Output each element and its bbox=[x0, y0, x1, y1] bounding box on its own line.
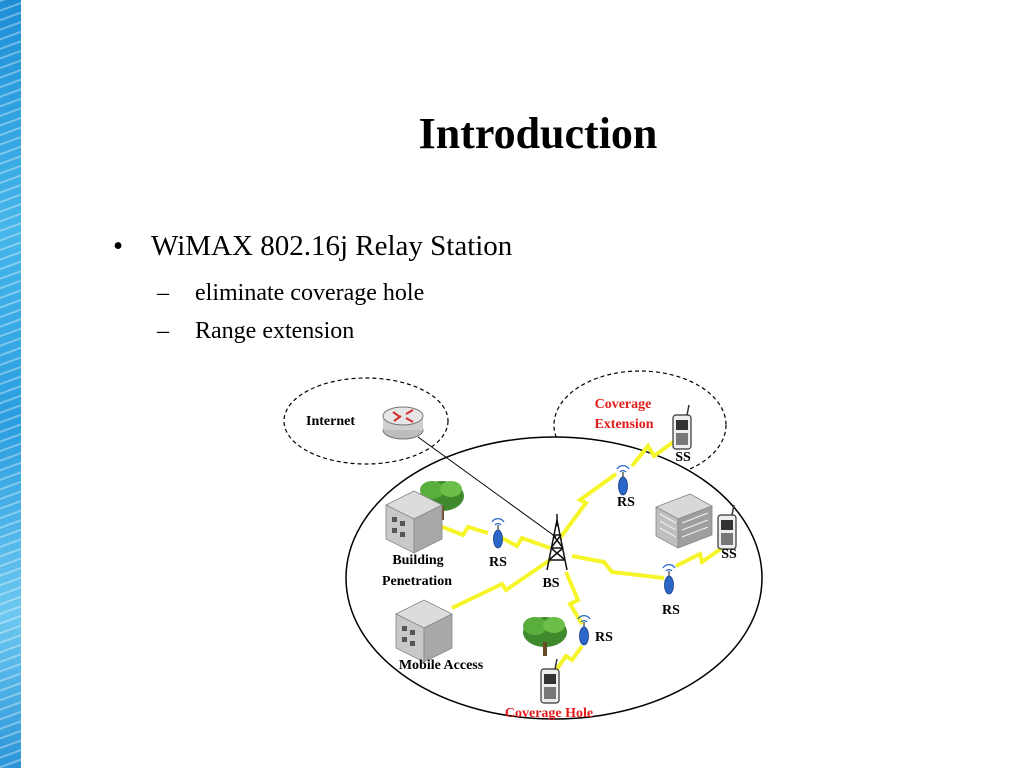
backhaul-link bbox=[417, 436, 557, 538]
rs-label: RS bbox=[595, 630, 613, 645]
coverage-hole-label: Coverage Hole bbox=[505, 706, 593, 721]
link-bs-rs-right bbox=[571, 554, 665, 580]
bullet-marker: • bbox=[113, 230, 124, 262]
internet-label: Internet bbox=[306, 414, 355, 429]
bullet-text: WiMAX 802.16j Relay Station bbox=[151, 230, 513, 262]
link-bs-rs-bottom bbox=[564, 571, 584, 626]
coverage-extension-label: Extension bbox=[594, 417, 653, 432]
link-rs-phone-bottom bbox=[550, 644, 584, 678]
sub-bullet-item: –eliminate coverage hole bbox=[157, 280, 424, 307]
sub-bullet-item: –Range extension bbox=[157, 318, 354, 345]
rs-label: RS bbox=[617, 495, 635, 510]
coverage-extension-outline bbox=[553, 370, 727, 480]
bs-label: BS bbox=[542, 576, 559, 591]
link-bs-mobile bbox=[451, 558, 552, 610]
base-station-tower-icon bbox=[546, 514, 568, 571]
building-penetration-label: Building bbox=[392, 553, 443, 568]
link-rs-ss-right bbox=[675, 546, 724, 568]
ss-label: SS bbox=[721, 547, 737, 562]
sub-bullet-text: eliminate coverage hole bbox=[195, 280, 425, 306]
ss-label: SS bbox=[675, 450, 691, 465]
phone-icon bbox=[672, 404, 692, 450]
link-bs-rs-top bbox=[558, 472, 618, 540]
coverage-extension-label: Coverage bbox=[595, 397, 652, 412]
link-rs-ss-top bbox=[630, 438, 678, 468]
bullet-item: • WiMAX 802.16j Relay Station bbox=[113, 230, 512, 263]
slide-title: Introduction bbox=[418, 109, 658, 158]
link-rs-building bbox=[439, 524, 489, 538]
rs-label: RS bbox=[662, 603, 680, 618]
sub-bullet-text: Range extension bbox=[195, 318, 355, 344]
rs-label: RS bbox=[489, 555, 507, 570]
router-icon bbox=[382, 406, 424, 440]
link-bs-rs-left bbox=[497, 534, 551, 550]
wireless-links bbox=[439, 438, 724, 678]
sub-bullet-marker: – bbox=[157, 280, 169, 306]
internet-zone-outline bbox=[283, 377, 449, 465]
building-penetration-label: Penetration bbox=[382, 574, 452, 589]
slide-edge-decoration bbox=[0, 0, 21, 768]
sub-bullet-marker: – bbox=[157, 318, 169, 344]
mobile-access-label: Mobile Access bbox=[399, 658, 484, 673]
office-tower-icon bbox=[655, 493, 713, 549]
